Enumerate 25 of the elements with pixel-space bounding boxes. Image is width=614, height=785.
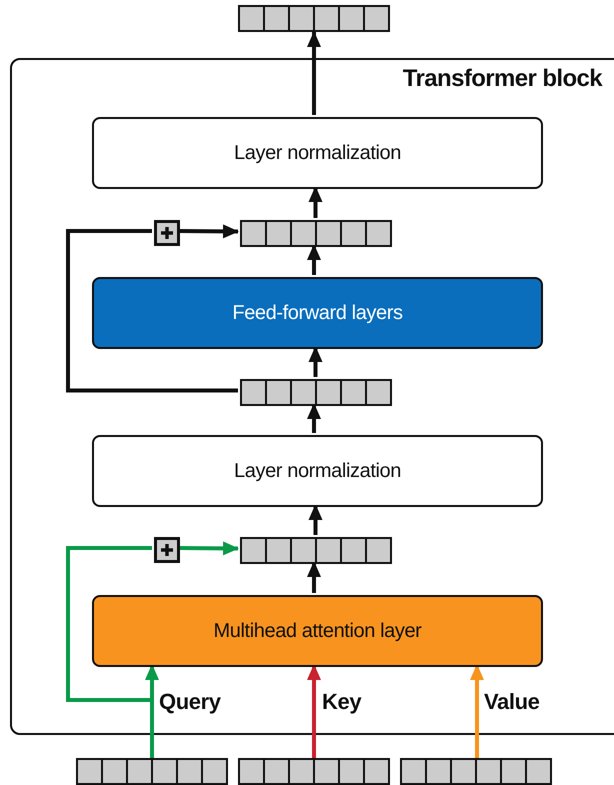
layer-box	[92, 435, 543, 507]
arrow	[308, 504, 322, 535]
vector-drawing	[400, 758, 552, 785]
layer-box	[92, 595, 543, 667]
vector-drawing	[240, 537, 392, 564]
plus-icon	[154, 537, 180, 563]
transformer-block-frame	[10, 58, 614, 735]
plus-icon	[154, 220, 180, 246]
vector-drawing	[238, 5, 390, 32]
vector-drawing	[240, 220, 392, 247]
layer-label: Layer normalization	[234, 460, 401, 482]
layer-label: Multihead attention layer	[214, 620, 422, 642]
layer-label: Feed-forward layers	[232, 302, 403, 324]
arrow	[308, 186, 322, 218]
arrow	[307, 31, 321, 115]
arrow	[307, 664, 321, 758]
layer-label: Layer normalization	[234, 142, 401, 164]
vector-drawing	[238, 758, 390, 785]
vector-drawing	[240, 379, 392, 406]
layer-box	[92, 277, 543, 349]
vector-drawing	[76, 758, 228, 785]
layer-box	[92, 117, 543, 189]
block-title: Transformer block	[402, 65, 602, 93]
arrow	[470, 664, 484, 758]
arrow	[308, 346, 322, 377]
